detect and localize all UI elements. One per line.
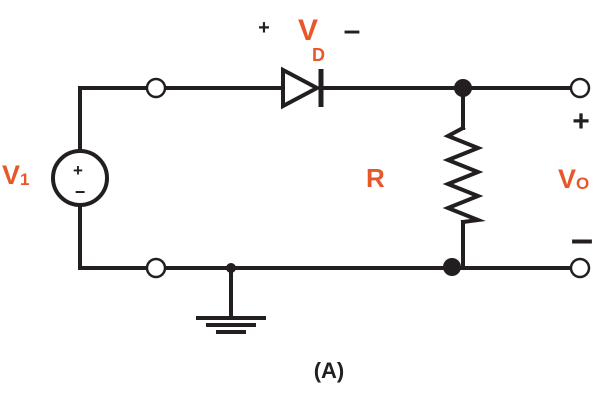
diode-voltage-label: V [298, 14, 318, 47]
diode-minus-sign: – [344, 14, 361, 47]
wires [78, 86, 572, 318]
output-terminal-top [569, 77, 591, 99]
resistor-label: R [366, 163, 385, 193]
source-plus-sign: + [73, 161, 83, 180]
output-terminal-bottom [569, 257, 591, 279]
input-terminal-bottom [145, 257, 167, 279]
source-minus-sign: − [75, 182, 86, 202]
output-voltage-label: VO [558, 164, 589, 194]
diode-triangle [281, 66, 322, 110]
junction-node-top [454, 79, 472, 97]
figure-caption: (A) [314, 358, 345, 383]
input-terminal-top [145, 77, 167, 99]
junction-node-bottom [443, 258, 461, 276]
source-label: V1 [2, 160, 29, 190]
diode-voltage-subscript: D [312, 45, 325, 65]
diode [281, 66, 324, 110]
output-plus-sign: + [572, 105, 590, 138]
junction-node-ground [226, 263, 236, 273]
voltage-source-symbol [51, 149, 109, 207]
ground-symbol [196, 316, 266, 334]
diode-plus-sign: + [258, 17, 270, 39]
output-minus-sign: – [571, 217, 593, 261]
resistor [442, 125, 486, 225]
voltage-source: + − [51, 149, 109, 207]
